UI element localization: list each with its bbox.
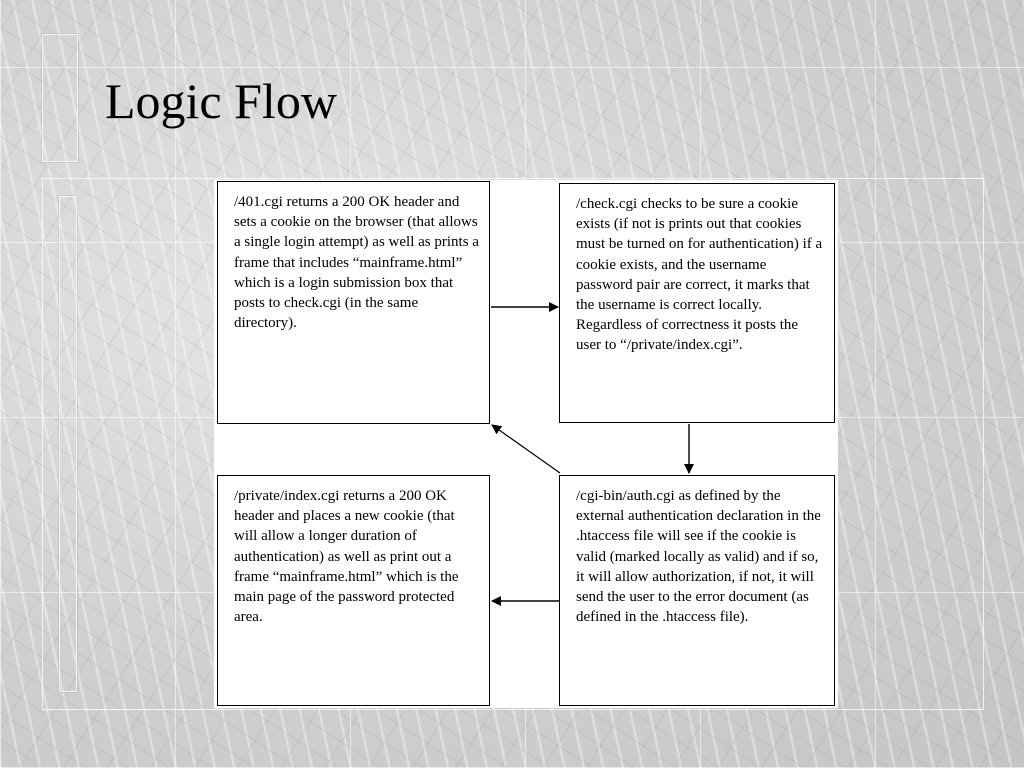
arrow-auth-to-401 — [491, 424, 561, 474]
side-accent-bar — [59, 196, 77, 692]
content-frame — [42, 178, 984, 710]
slide-title: Logic Flow — [105, 73, 337, 129]
flow-box-check-cgi: /check.cgi checks to be sure a cookie ex… — [559, 183, 835, 423]
flow-box-401-cgi-text: /401.cgi returns a 200 OK header and set… — [234, 194, 479, 332]
flow-box-private-index-cgi-text: /private/index.cgi returns a 200 OK head… — [234, 488, 459, 626]
flow-box-auth-cgi-text: /cgi-bin/auth.cgi as defined by the exte… — [576, 488, 821, 626]
flow-box-401-cgi: /401.cgi returns a 200 OK header and set… — [217, 181, 490, 424]
flow-box-auth-cgi: /cgi-bin/auth.cgi as defined by the exte… — [559, 475, 835, 706]
flow-arrows — [491, 302, 694, 606]
title-accent-bar — [42, 34, 78, 162]
flow-box-private-index-cgi: /private/index.cgi returns a 200 OK head… — [217, 475, 490, 706]
flow-diagram: /401.cgi returns a 200 OK header and set… — [214, 180, 838, 708]
flow-box-check-cgi-text: /check.cgi checks to be sure a cookie ex… — [576, 196, 823, 354]
